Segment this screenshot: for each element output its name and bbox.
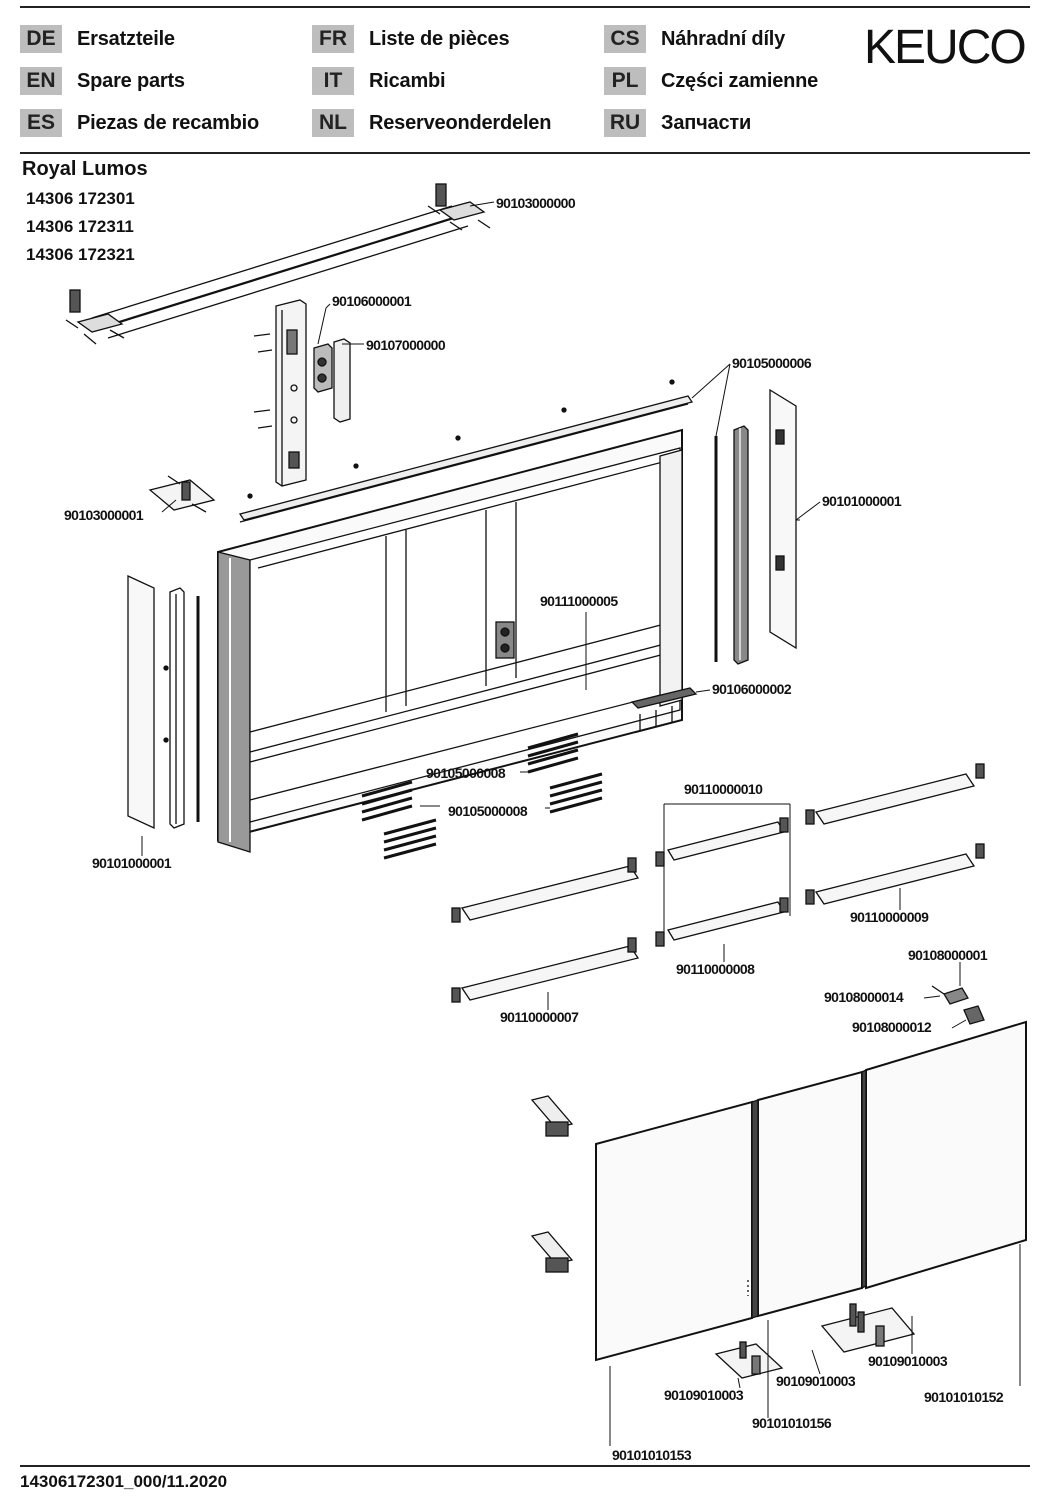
power-unit	[313, 338, 351, 423]
lang-label: Części zamienne	[661, 69, 819, 92]
part-label-side-mount-bracket: 90103000001	[64, 507, 144, 523]
lang-code: NL	[312, 109, 354, 137]
lang-label: Запчасти	[661, 111, 752, 134]
lang-code: IT	[312, 67, 354, 95]
part-label-hinge-part-14: 90108000014	[824, 989, 904, 1005]
part-label-light-profile-a: 90105000008	[426, 765, 506, 781]
part-label-hinge-part-12: 90108000012	[852, 1019, 932, 1035]
part-label-socket-bracket: 90106000002	[712, 681, 792, 697]
side-mount-bracket	[148, 475, 216, 513]
lang-code: ES	[20, 109, 62, 137]
lang-code: CS	[604, 25, 646, 53]
article-number: 14306 172321	[26, 245, 135, 264]
part-label-cabinet-body: 90111000005	[540, 593, 618, 609]
lang-label: Reserveonderdelen	[369, 111, 552, 134]
lang-label: Piezas de recambio	[77, 111, 260, 134]
part-label-hinge-set: 90108000001	[908, 947, 988, 963]
lang-label: Spare parts	[77, 69, 185, 92]
lang-label: Liste de pièces	[369, 27, 510, 50]
side-mirror-right	[714, 388, 797, 665]
lang-row-es: ES Piezas de recambio	[20, 108, 259, 138]
footer-rule	[20, 1465, 1030, 1467]
door-hinges-bottom	[714, 1303, 916, 1379]
part-label-door-hinge-a: 90109010003	[664, 1387, 744, 1403]
lang-row-nl: NL Reserveonderdelen	[312, 108, 551, 138]
lang-label: Náhradní díly	[661, 27, 786, 50]
part-label-shelf-09: 90110000009	[850, 909, 929, 925]
lang-row-it: IT Ricambi	[312, 66, 446, 96]
lang-code: FR	[312, 25, 354, 53]
cabinet-body	[217, 428, 683, 853]
document-id: 14306172301_000/11.2020	[20, 1472, 228, 1491]
part-label-shelf-07: 90110000007	[500, 1009, 579, 1025]
part-label-door-left: 90101010153	[612, 1447, 692, 1463]
part-label-top-mount-rail: 90103000000	[496, 195, 576, 211]
part-label-electronics-panel: 90106000001	[332, 293, 412, 309]
led-strip	[238, 379, 694, 523]
lang-row-pl: PL Części zamienne	[604, 66, 818, 96]
lang-row-fr: FR Liste de pièces	[312, 24, 510, 54]
article-number: 14306 172301	[26, 189, 135, 208]
part-label-door-middle: 90101010156	[752, 1415, 832, 1431]
lang-code: PL	[604, 67, 646, 95]
electronics-panel	[253, 299, 307, 487]
article-number: 14306 172311	[26, 217, 134, 236]
door-hinges-left	[530, 1095, 574, 1273]
part-label-light-profile-b: 90105000008	[448, 803, 528, 819]
light-profiles	[361, 732, 603, 860]
lang-code: DE	[20, 25, 62, 53]
lang-row-de: DE Ersatzteile	[20, 24, 175, 54]
top-mount-rail	[65, 183, 491, 345]
part-label-shelf-08: 90110000008	[676, 961, 755, 977]
lang-code: EN	[20, 67, 62, 95]
part-label-side-mirror-left: 90101000001	[92, 855, 172, 871]
part-label-power-unit: 90107000000	[366, 337, 446, 353]
lang-label: Ersatzteile	[77, 27, 175, 50]
shelves	[451, 763, 985, 1003]
part-label-side-mirror-right: 90101000001	[822, 493, 902, 509]
top-rule	[20, 6, 1030, 8]
lang-code: RU	[604, 109, 646, 137]
leader-lines	[141, 201, 1021, 1446]
side-mirror-left	[127, 574, 200, 830]
lang-row-ru: RU Запчасти	[604, 108, 751, 138]
part-label-door-right: 90101010152	[924, 1389, 1004, 1405]
socket-bracket	[630, 687, 698, 730]
brand-logo: KEUCO	[864, 21, 1027, 74]
hinge-set	[931, 985, 985, 1025]
lang-row-en: EN Spare parts	[20, 66, 185, 96]
lang-label: Ricambi	[369, 69, 446, 92]
part-label-door-hinge-c: 90109010003	[868, 1353, 948, 1369]
product-name: Royal Lumos	[22, 158, 148, 180]
header-rule	[20, 152, 1030, 154]
part-label-door-hinge-b: 90109010003	[776, 1373, 856, 1389]
lang-row-cs: CS Náhradní díly	[604, 24, 785, 54]
mirror-doors	[595, 1020, 1027, 1362]
part-label-shelf-set-10: 90110000010	[684, 781, 763, 797]
part-label-led-strip: 90105000006	[732, 355, 812, 371]
